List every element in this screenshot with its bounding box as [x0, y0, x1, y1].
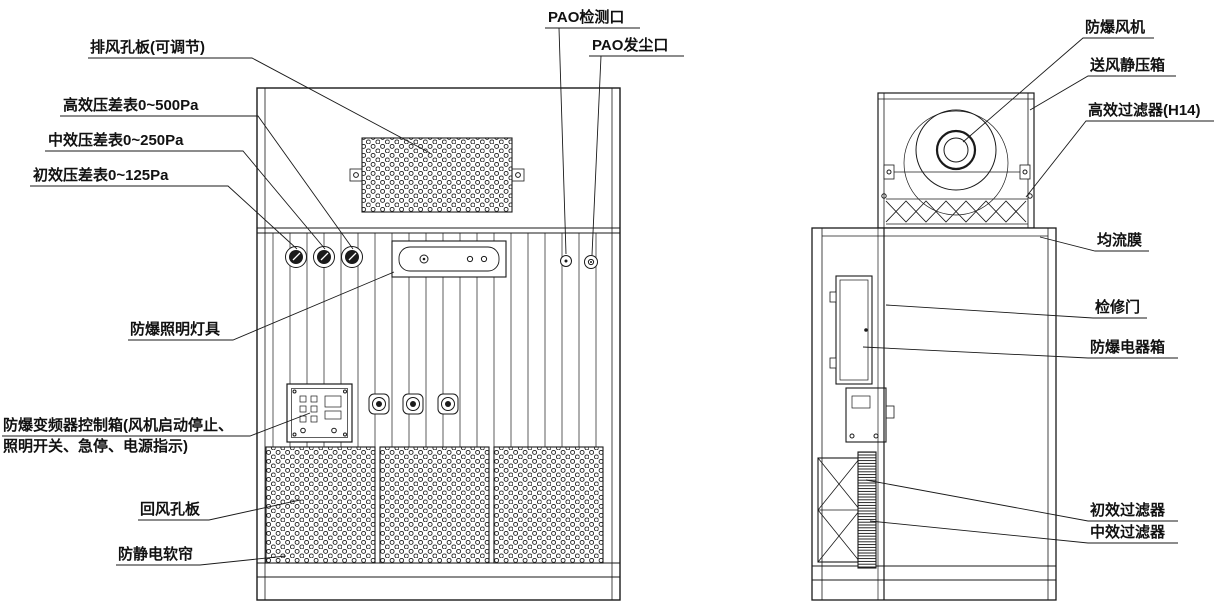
label-return-air: 回风孔板 [140, 500, 201, 518]
leader-fan [962, 37, 1154, 143]
leader-exhaust-plate [88, 57, 431, 154]
label-access-door: 检修门 [1095, 298, 1140, 316]
return-air-perforated-panels [265, 446, 604, 564]
label-medium-gauge: 中效压差表0~250Pa [48, 131, 184, 149]
lighting-fixture [391, 240, 507, 278]
leader-pao-test-port [545, 27, 640, 255]
label-fan: 防爆风机 [1085, 18, 1145, 36]
label-pao-test-port: PAO检测口 [548, 8, 624, 26]
front-view [2, 27, 684, 601]
pressure-gauges [285, 246, 363, 268]
label-curtain: 防静电软帘 [118, 545, 193, 563]
access-door-panel [829, 275, 873, 385]
chamber-back-wall [877, 228, 885, 600]
label-hepa-filter: 高效过滤器(H14) [1088, 101, 1201, 119]
hepa-filter-pleats [881, 193, 1033, 225]
inverter-control-box [286, 383, 353, 443]
supply-plenum-box [877, 92, 1035, 229]
side-cabinet-outline [811, 227, 1057, 601]
leader-plenum [1029, 75, 1176, 111]
leader-control-box [2, 412, 311, 437]
operator-button [402, 393, 424, 415]
front-view-labels: 排风孔板(可调节) 高效压差表0~500Pa 中效压差表0~250Pa 初效压差… [3, 8, 668, 563]
pao-dust-port-fitting [584, 255, 598, 269]
side-view-labels: 防爆风机 送风静压箱 高效过滤器(H14) 均流膜 检修门 防爆电器箱 初效过滤… [1085, 18, 1201, 541]
front-leader-lines [2, 27, 684, 566]
label-hepa-gauge: 高效压差表0~500Pa [63, 96, 199, 114]
leader-return-air [138, 499, 301, 521]
leader-hepa-filter [1025, 120, 1214, 198]
medium-filter-block [857, 451, 877, 569]
explosion-proof-fan-assembly [883, 109, 1031, 216]
label-pao-dust-port: PAO发尘口 [592, 36, 668, 54]
medium-gauge-dial [313, 246, 335, 268]
label-medium-filter: 中效过滤器 [1090, 523, 1166, 541]
label-primary-filter: 初效过滤器 [1090, 501, 1166, 519]
pao-test-port-fitting [560, 255, 572, 267]
leader-hepa-gauge [60, 115, 354, 250]
hepa-gauge-dial [341, 246, 363, 268]
operator-button [368, 393, 390, 415]
primary-gauge-dial [285, 246, 307, 268]
label-primary-gauge: 初效压差表0~125Pa [33, 166, 169, 184]
label-exhaust-plate: 排风孔板(可调节) [90, 38, 205, 56]
leader-primary-filter [865, 479, 1178, 522]
leader-medium-filter [869, 520, 1178, 544]
label-light-fixture: 防爆照明灯具 [130, 320, 220, 338]
side-view [811, 37, 1214, 601]
operator-button [437, 393, 459, 415]
leader-pao-dust-port [589, 55, 684, 256]
leader-electric-box [862, 346, 1178, 359]
leader-light-fixture [128, 271, 395, 341]
label-control-box-line2: 照明开关、急停、电源指示) [3, 437, 188, 455]
leader-membrane [1039, 236, 1149, 252]
leader-medium-gauge [45, 150, 326, 250]
control-operator-buttons [368, 393, 459, 415]
leader-access-door [885, 304, 1147, 319]
exhaust-perforated-panel [349, 137, 525, 213]
label-plenum: 送风静压箱 [1089, 56, 1165, 74]
label-membrane: 均流膜 [1097, 231, 1142, 249]
label-control-box-line1: 防爆变频器控制箱(风机启动停止、 [3, 416, 233, 434]
label-electric-box: 防爆电器箱 [1090, 338, 1165, 356]
leader-primary-gauge [30, 185, 298, 250]
leader-curtain [116, 555, 287, 566]
electric-box-body [845, 387, 895, 443]
side-leader-lines [862, 37, 1214, 544]
